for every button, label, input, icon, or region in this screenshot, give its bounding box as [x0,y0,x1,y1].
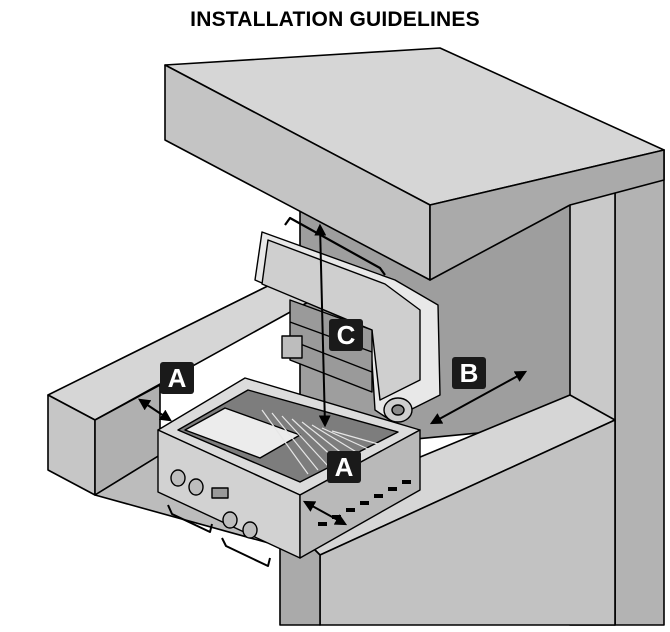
rotisserie-motor [281,335,303,359]
label-a-front: A [327,451,361,483]
label-b: B [452,357,486,389]
svg-text:A: A [335,452,354,482]
double-arrow-icon [314,223,331,428]
grill-side-panel [299,429,421,559]
page-title: INSTALLATION GUIDELINES [190,8,480,31]
svg-text:C: C [337,320,356,350]
dimension-arrows [138,223,528,526]
double-arrow-icon [429,370,528,425]
label-a-left: A [160,362,194,394]
svg-text:B: B [460,358,479,388]
double-arrow-icon [302,500,348,526]
enclosure-right-column [614,149,665,626]
svg-text:A: A [168,363,187,393]
label-c: C [329,319,363,351]
grill-lid-inner [261,239,421,401]
enclosure-canopy-side [429,149,665,281]
double-arrow-icon [138,398,172,422]
control-knobs [170,469,258,539]
grill [157,216,441,567]
grill-handle-icon [284,216,386,276]
